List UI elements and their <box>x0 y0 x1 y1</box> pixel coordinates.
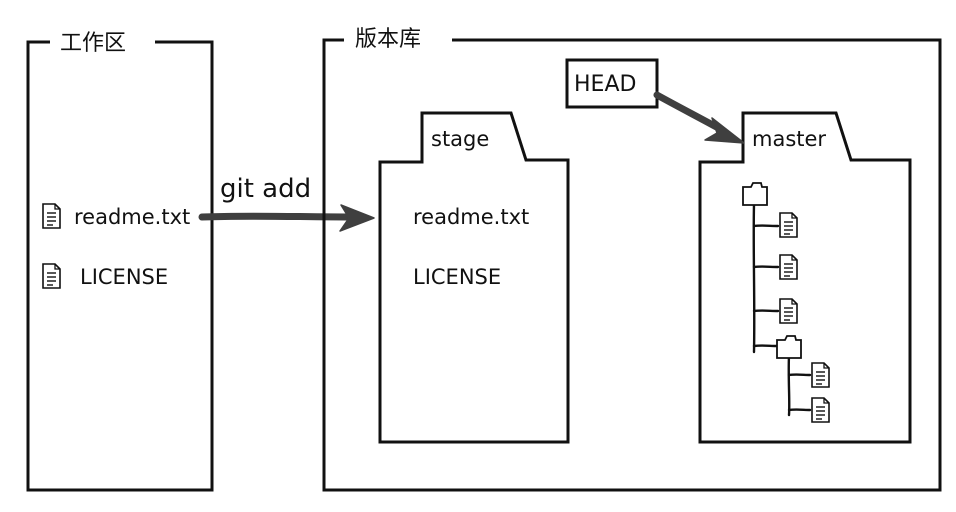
master-tab-label: master <box>752 127 826 151</box>
file-icon <box>811 397 830 423</box>
arrow-icon <box>339 204 375 232</box>
workspace-file-license: LICENSE <box>42 263 168 289</box>
workspace-title: 工作区 <box>60 31 126 56</box>
file-icon <box>779 298 798 324</box>
folder-icon <box>742 182 768 206</box>
repository-panel: 版本库 <box>322 27 942 492</box>
head-label: HEAD <box>574 72 636 97</box>
commit-tree <box>742 182 830 423</box>
arrow-icon <box>704 117 745 144</box>
master-branch: master <box>698 111 912 444</box>
file-icon <box>42 263 61 289</box>
head-arrow <box>653 91 745 144</box>
file-icon <box>779 254 798 280</box>
folder-icon <box>776 335 802 359</box>
git-add-arrow: git add <box>198 174 375 232</box>
workspace-file-name: LICENSE <box>80 265 168 289</box>
workspace-file-readme: readme.txt <box>42 203 190 229</box>
file-icon <box>779 212 798 238</box>
file-icon <box>42 203 61 229</box>
file-icon <box>811 362 830 388</box>
stage-area: stage readme.txt LICENSE <box>378 111 570 444</box>
workspace-file-name: readme.txt <box>74 205 190 229</box>
head-pointer: HEAD <box>565 58 659 109</box>
stage-file-license: LICENSE <box>413 265 501 289</box>
git-add-label: git add <box>220 174 311 204</box>
workspace-panel: 工作区 <box>26 31 214 492</box>
stage-file-readme: readme.txt <box>413 205 529 229</box>
repository-title: 版本库 <box>355 27 421 52</box>
stage-tab-label: stage <box>431 127 489 151</box>
